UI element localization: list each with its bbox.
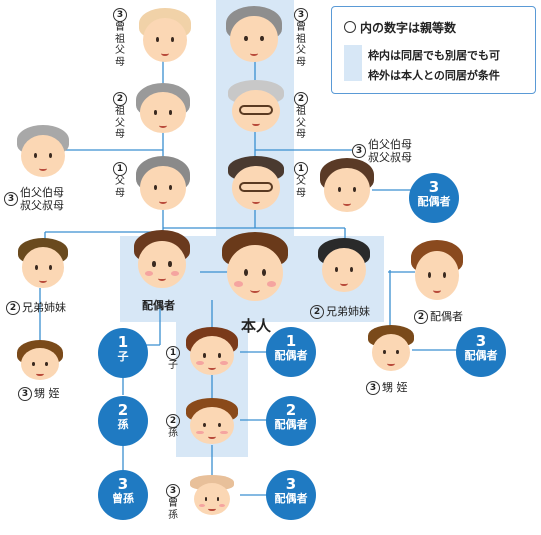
legend-title: 内の数字は親等数: [344, 19, 456, 36]
legend-box: 内の数字は親等数 枠内は同居でも別居でも可 枠外は本人との同居が条件: [331, 6, 536, 94]
aunt-right-icon: [320, 158, 374, 214]
grandfather-right-icon: [228, 80, 284, 134]
grandmother-left-icon: [136, 83, 190, 135]
father-right-icon: [228, 156, 284, 212]
child-icon: [186, 327, 238, 377]
niece-left-icon: [17, 340, 63, 382]
sibling-right-icon: [318, 238, 370, 294]
label-spouse: 配偶者: [142, 299, 175, 312]
sibling-left-icon: [18, 238, 68, 290]
nephew-right-icon: [368, 325, 414, 373]
great-grandfather-left-icon: [139, 8, 191, 64]
label-uncles-aunts-right: 3伯父伯母叔父叔母: [352, 138, 412, 164]
legend-line2: 枠外は本人との同居が条件: [368, 69, 500, 82]
grandchild-icon: [186, 398, 238, 446]
self-icon: [222, 232, 288, 304]
great-grandchild-icon: [190, 475, 234, 517]
great-grandmother-right-icon: [226, 6, 282, 64]
spouse-icon: [134, 230, 190, 290]
sibling-spouse-icon: [411, 240, 463, 302]
legend-line1: 枠内は同居でも別居でも可: [368, 49, 500, 62]
label-self: 本人: [241, 317, 272, 335]
uncle-left-icon: [17, 125, 69, 179]
mother-left-icon: [136, 156, 190, 212]
circle-symbol-icon: [344, 21, 356, 33]
label-uncles-aunts-left: 3伯父伯母叔父叔母: [4, 186, 64, 212]
legend-swatch: [344, 45, 362, 81]
